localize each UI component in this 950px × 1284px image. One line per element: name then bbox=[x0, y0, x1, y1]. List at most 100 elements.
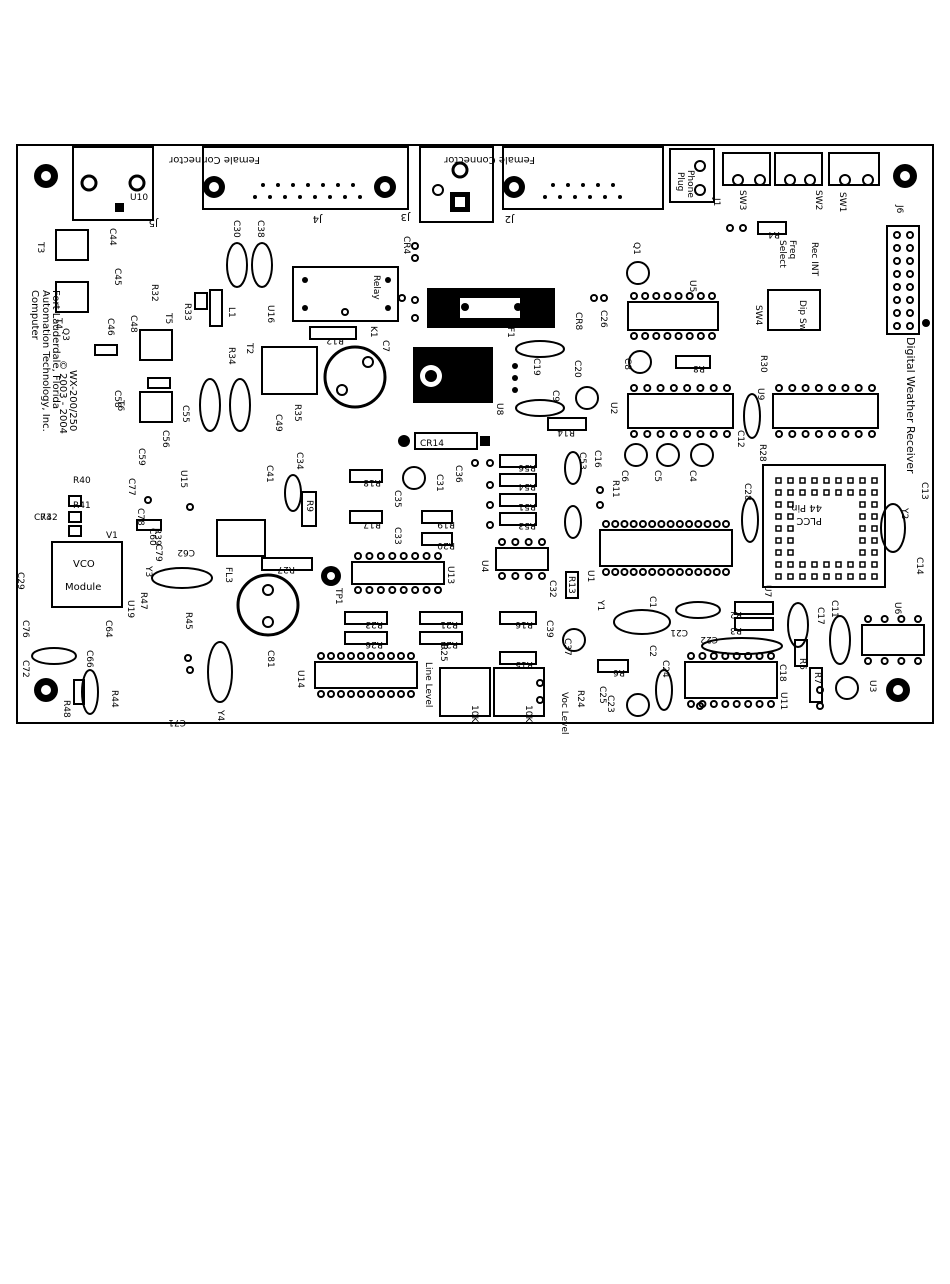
designator-label: C72 bbox=[20, 660, 30, 678]
designator-label: C16 bbox=[592, 450, 602, 468]
designator-label: C78 bbox=[135, 508, 145, 526]
designator-label: R6 bbox=[613, 667, 625, 677]
designator-label: C73 bbox=[34, 513, 52, 523]
designator-label: R12 bbox=[326, 335, 344, 345]
designator-label: U16 bbox=[265, 305, 275, 323]
module-label: Module bbox=[65, 582, 101, 593]
designator-label: C64 bbox=[103, 620, 113, 638]
voc-level-label: Voc Level bbox=[559, 692, 569, 735]
designator-label: U15 bbox=[178, 470, 188, 488]
designator-label: C34 bbox=[294, 452, 304, 470]
resistor bbox=[757, 221, 787, 235]
designator-label: C29 bbox=[15, 572, 25, 590]
company-line-1: Computer bbox=[29, 290, 40, 341]
designator-label: U7 bbox=[762, 585, 772, 597]
resistor bbox=[421, 532, 453, 546]
freq-select-label-2: Select bbox=[777, 240, 787, 268]
resistor bbox=[344, 631, 388, 645]
oval-component bbox=[207, 641, 233, 703]
designator-label: R28 bbox=[757, 444, 767, 462]
connector-j1: Phone Plug J1 bbox=[669, 148, 721, 206]
resistor bbox=[499, 454, 537, 468]
designator-label: U8 bbox=[494, 403, 504, 416]
designator-label: R53 bbox=[518, 520, 536, 530]
designator-label: Q1 bbox=[631, 242, 641, 255]
designator-label: U10 bbox=[130, 193, 148, 203]
oval-component bbox=[787, 602, 809, 648]
oval-component bbox=[31, 647, 77, 665]
designator-label: C38 bbox=[255, 220, 265, 238]
designator-label: C77 bbox=[126, 478, 136, 496]
designator-label: K1 bbox=[368, 326, 378, 338]
line-level-label: Line Level bbox=[423, 662, 433, 707]
designator-label: R18 bbox=[363, 477, 381, 487]
designator-label: R32 bbox=[149, 284, 159, 302]
resistor bbox=[565, 571, 579, 599]
designator-label: R27 bbox=[277, 564, 295, 574]
designator-label: C13 bbox=[919, 482, 929, 500]
designator-label: U4 bbox=[479, 560, 489, 573]
designator-label: R7 bbox=[812, 672, 822, 684]
relay-k1: Relay bbox=[292, 266, 399, 322]
designator-label: C58 bbox=[112, 390, 122, 408]
designator-label: C20 bbox=[572, 360, 582, 378]
resistor bbox=[675, 355, 711, 369]
designator-label: C32 bbox=[547, 580, 557, 598]
designator-label: C31 bbox=[434, 474, 444, 492]
resistor bbox=[68, 511, 82, 523]
designator-label: C71 bbox=[168, 717, 186, 727]
round-capacitor bbox=[402, 466, 426, 490]
sw1-label: SW1 bbox=[837, 192, 847, 212]
oval-component bbox=[655, 669, 673, 711]
designator-label: C14 bbox=[914, 557, 924, 575]
designator-label: C19 bbox=[531, 358, 541, 376]
resistor bbox=[136, 519, 162, 531]
resistor bbox=[209, 289, 223, 327]
regulator-u8 bbox=[413, 347, 518, 403]
j1-label: J1 bbox=[711, 197, 721, 206]
designator-label: C37 bbox=[562, 638, 572, 656]
designator-label: C2 bbox=[647, 645, 657, 657]
j2-label: J2 bbox=[505, 213, 515, 224]
designator-label: T3 bbox=[35, 241, 45, 253]
oval-component bbox=[515, 340, 565, 358]
designator-label: R15 bbox=[515, 659, 533, 669]
j5-label: J5 bbox=[149, 217, 159, 228]
designator-label: Q3 bbox=[60, 328, 70, 341]
transformer-t2 bbox=[261, 346, 318, 395]
oval-component bbox=[613, 609, 671, 635]
designator-label: C59 bbox=[136, 448, 146, 466]
transformer-t4 bbox=[55, 281, 89, 313]
dip-switch-sw4: Dip Sw SW4 Freq Select Rec INT bbox=[753, 240, 821, 331]
designator-label: R30 bbox=[758, 355, 768, 373]
pot2-label: 10K bbox=[523, 705, 533, 723]
connector-j2: Female Connector J2 bbox=[443, 146, 664, 224]
j3-label: J3 bbox=[401, 211, 411, 222]
designator-label: Y1 bbox=[595, 599, 605, 611]
vco-module: VCO Module bbox=[51, 541, 123, 608]
designator-label: TP1 bbox=[333, 587, 343, 605]
designator-label: R17 bbox=[363, 519, 381, 529]
header-j6: J6 bbox=[886, 204, 930, 335]
designator-label: R34 bbox=[226, 347, 236, 365]
designator-label: C49 bbox=[273, 414, 283, 432]
designator-label: C36 bbox=[453, 465, 463, 483]
designator-label: C23 bbox=[605, 695, 615, 713]
designator-label: R44 bbox=[109, 690, 119, 708]
designator-label: C44 bbox=[107, 228, 117, 246]
switches: SW3 SW2 SW1 bbox=[722, 152, 880, 212]
designator-label: CR8 bbox=[573, 312, 583, 331]
designator-label: F1 bbox=[505, 327, 515, 338]
resistor bbox=[734, 601, 774, 615]
connector-j4: Female Connector J4 bbox=[168, 146, 409, 224]
ic-package bbox=[684, 661, 778, 699]
resistor bbox=[147, 377, 171, 389]
resistor bbox=[499, 611, 537, 625]
company-info: Computer Automation Technology, Inc. For… bbox=[29, 290, 78, 434]
pot1-label: 10K bbox=[469, 705, 479, 723]
oval-component bbox=[199, 378, 221, 432]
designator-label: C39 bbox=[544, 620, 554, 638]
designator-label: R11 bbox=[610, 480, 620, 498]
